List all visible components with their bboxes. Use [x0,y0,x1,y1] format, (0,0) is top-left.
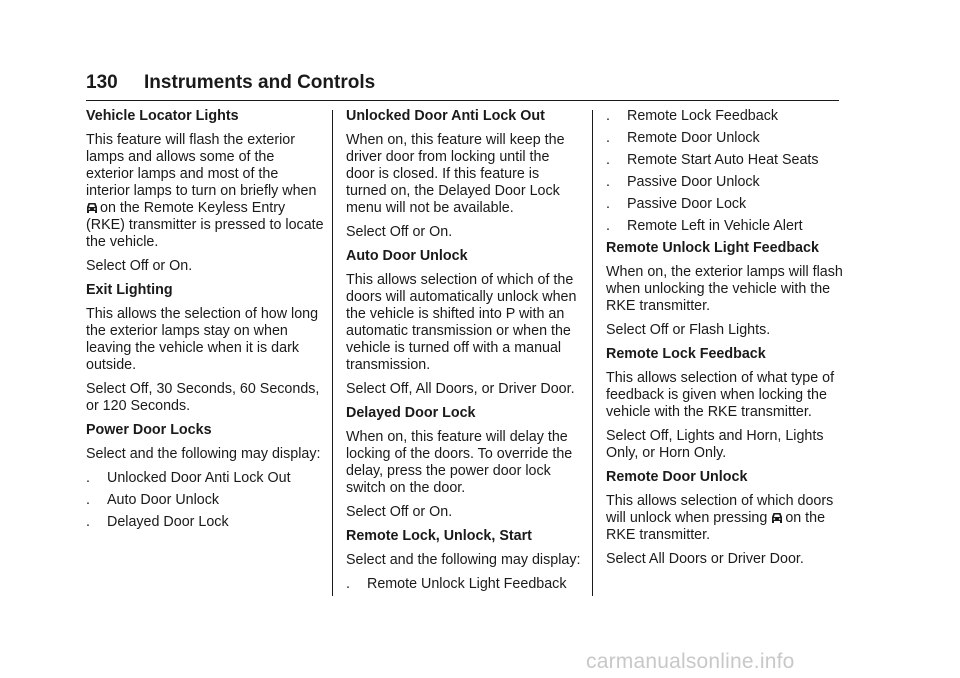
paragraph: This allows selection of which of the do… [346,272,577,373]
list-item: . Remote Lock Feedback [606,108,844,125]
bullet: . [86,492,90,508]
paragraph: Select All Doors or Driver Door. [606,551,804,567]
paragraph-text: This allows selection of which doors wil… [606,493,834,526]
paragraph: When on, the exterior lamps will flash w… [606,264,843,314]
heading-delayed-door-lock: Delayed Door Lock [346,405,476,421]
list-item-text: Auto Door Unlock [107,492,220,508]
watermark: carmanualsonline.info [586,650,795,673]
list-item-text: Delayed Door Lock [107,514,229,530]
heading-remote-door-unlock: Remote Door Unlock [606,469,748,485]
column-divider [332,110,333,596]
paragraph: When on, this feature will delay the loc… [346,429,573,496]
bullet: . [606,218,610,234]
list-item: . Remote Door Unlock [606,130,844,147]
list-item: . Remote Start Auto Heat Seats [606,152,844,169]
paragraph: This allows the selection of how long th… [86,306,319,373]
column-1: Vehicle Locator Lights This feature will… [86,108,324,536]
list-item: . Delayed Door Lock [86,514,324,531]
list-item-text: Remote Start Auto Heat Seats [627,152,819,168]
heading-auto-door-unlock: Auto Door Unlock [346,248,468,264]
column-2: Unlocked Door Anti Lock Out When on, thi… [346,108,581,598]
paragraph: Select and the following may display: [86,446,321,462]
paragraph: This allows selection of which doors wil… [606,493,844,544]
bullet: . [346,576,350,592]
section-title: Instruments and Controls [144,72,376,93]
page-header: 130 Instruments and Controls [86,70,839,101]
list-item-text: Unlocked Door Anti Lock Out [107,470,291,486]
column-3: . Remote Lock Feedback . Remote Door Unloc… [606,108,844,575]
vehicle-locator-icon [86,201,98,214]
bullet: . [606,130,610,146]
bullet: . [86,514,90,530]
list-item-text: Passive Door Unlock [627,174,760,190]
paragraph: Select Off or On. [346,504,453,520]
list-item-text: Remote Unlock Light Feedback [367,576,567,592]
heading-vehicle-locator-lights: Vehicle Locator Lights [86,108,239,124]
list-item-text: Remote Left in Vehicle Alert [627,218,803,234]
bullet: . [606,152,610,168]
bullet: . [606,108,610,124]
list-item: . Unlocked Door Anti Lock Out [86,470,324,487]
page-number: 130 [86,72,118,93]
column-divider [592,110,593,596]
paragraph: Select Off or On. [346,224,453,240]
paragraph: This allows selection of what type of fe… [606,370,835,420]
list-item-text: Remote Lock Feedback [627,108,778,124]
bullet: . [606,196,610,212]
list-item: . Remote Unlock Light Feedback [346,576,581,593]
heading-remote-lock-unlock-start: Remote Lock, Unlock, Start [346,528,532,544]
heading-power-door-locks: Power Door Locks [86,422,212,438]
paragraph: When on, this feature will keep the driv… [346,132,565,216]
paragraph-text: on the Remote Keyless Entry (RKE) transm… [86,200,324,250]
heading-remote-unlock-light-feedback: Remote Unlock Light Feedback [606,240,819,256]
paragraph: Select Off or Flash Lights. [606,322,771,338]
list-item: . Passive Door Unlock [606,174,844,191]
bullet: . [606,174,610,190]
heading-remote-lock-feedback: Remote Lock Feedback [606,346,766,362]
list-item-text: Passive Door Lock [627,196,747,212]
vehicle-locator-icon [771,511,783,524]
list-item: . Auto Door Unlock [86,492,324,509]
list-item: . Remote Left in Vehicle Alert [606,218,844,235]
paragraph: This feature will flash the exterior lam… [86,132,324,251]
paragraph-text: This feature will flash the exterior lam… [86,132,317,199]
paragraph-text: on the RKE transmitter. [606,510,826,543]
paragraph: Select Off, 30 Seconds, 60 Seconds, or 1… [86,381,320,414]
paragraph: Select Off or On. [86,258,193,274]
heading-exit-lighting: Exit Lighting [86,282,173,298]
bullet: . [86,470,90,486]
paragraph: Select and the following may display: [346,552,581,568]
paragraph: Select Off, All Doors, or Driver Door. [346,381,575,397]
paragraph: Select Off, Lights and Horn, Lights Only… [606,428,824,461]
list-item: . Passive Door Lock [606,196,844,213]
heading-unlocked-door-anti-lock-out: Unlocked Door Anti Lock Out [346,108,545,124]
list-item-text: Remote Door Unlock [627,130,760,146]
